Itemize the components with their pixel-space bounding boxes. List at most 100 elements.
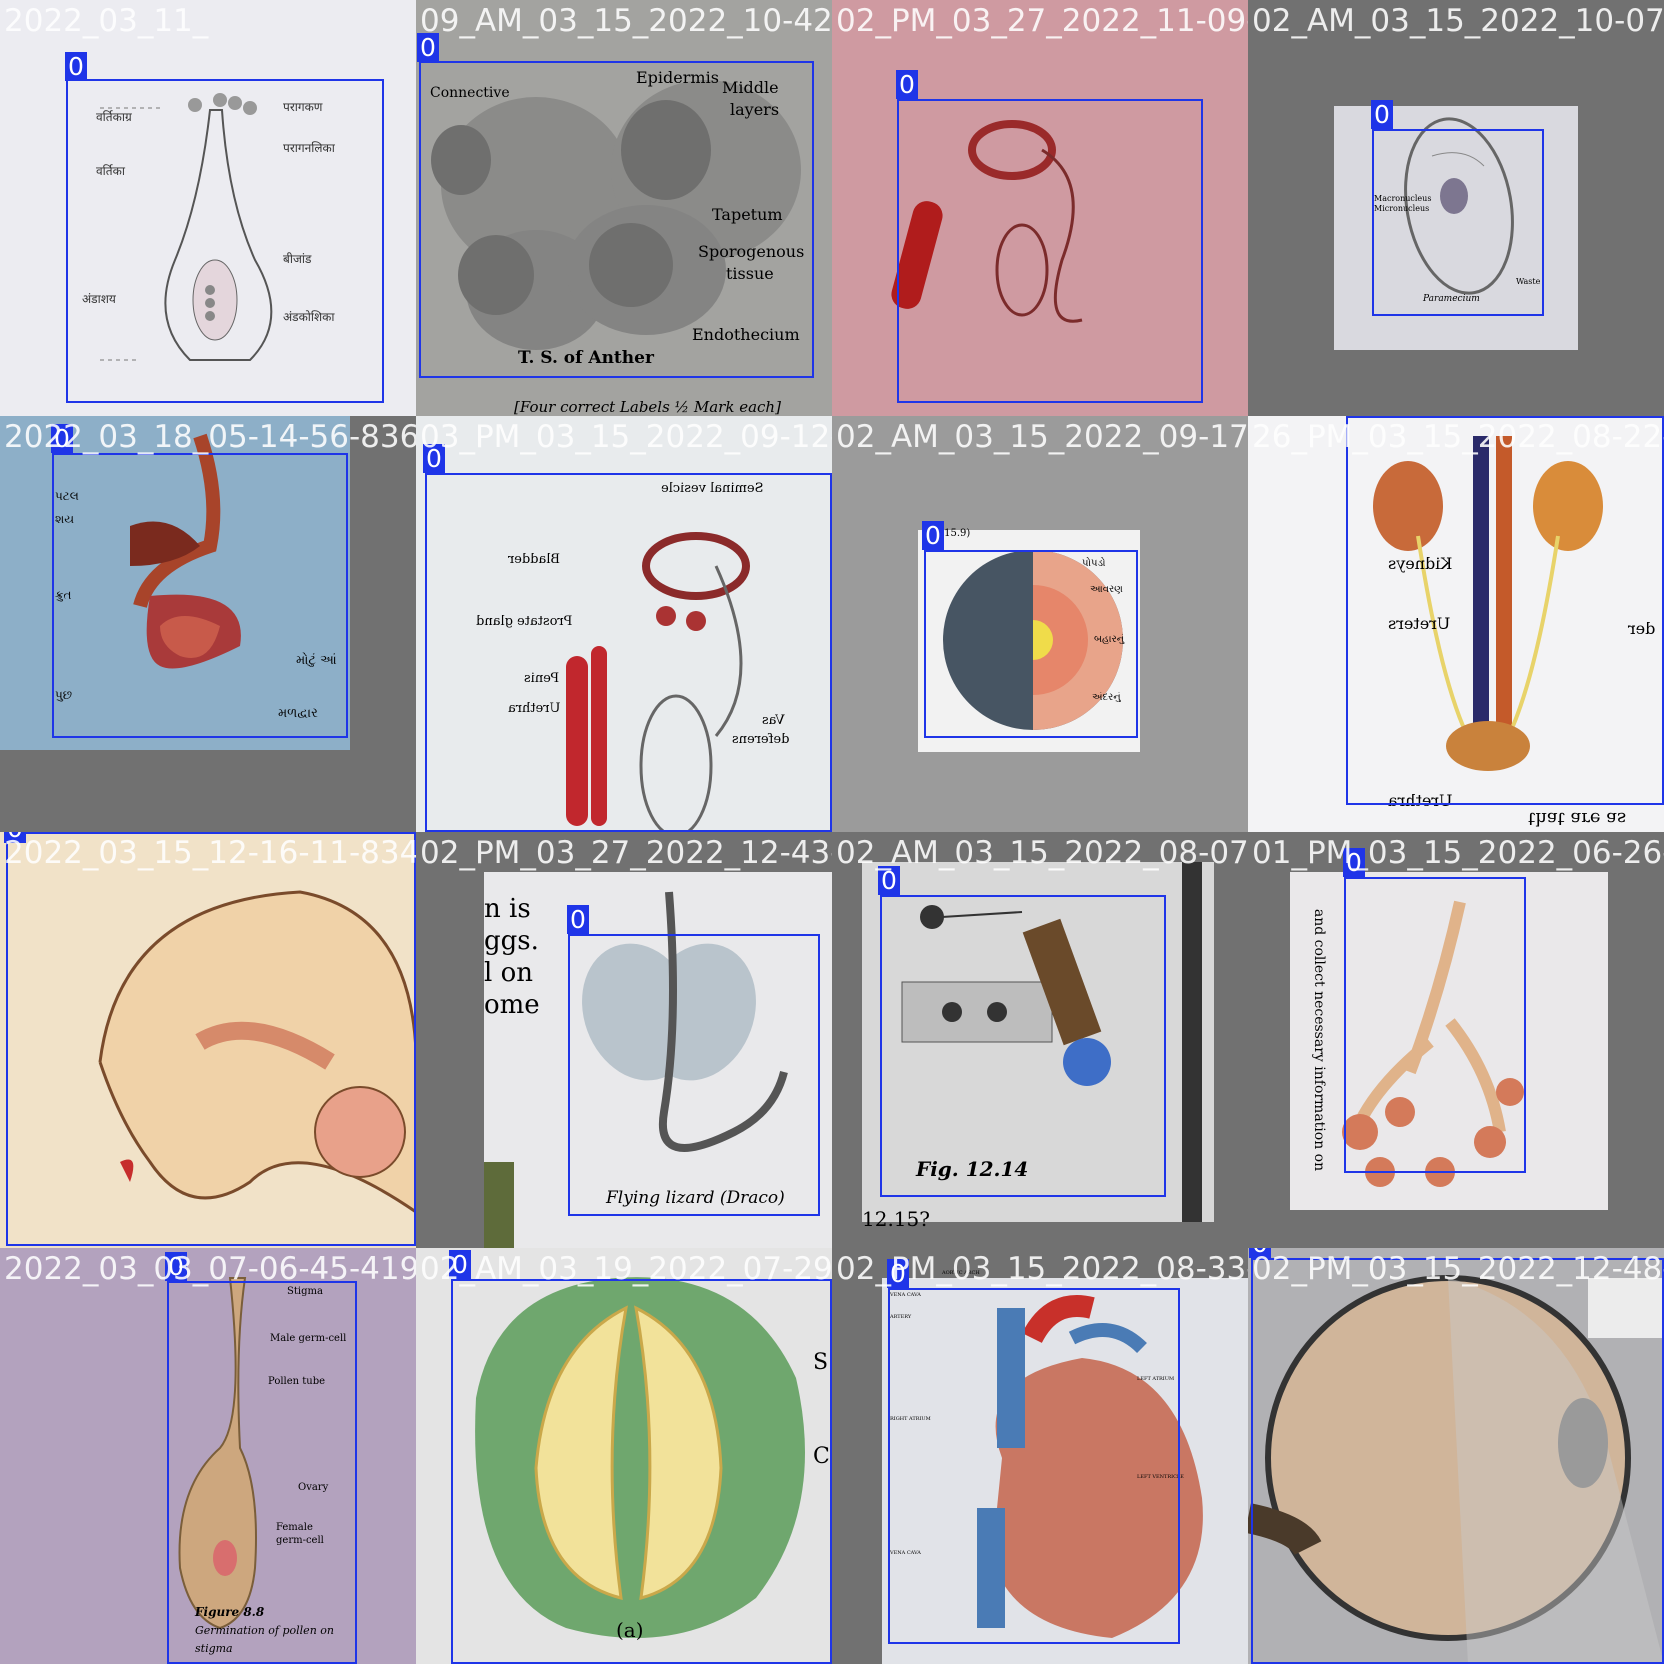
label-ovary: अंडाशय [82,292,116,306]
detection-box [419,61,814,378]
label-micronucleus: Micronucleus [1374,204,1430,213]
mosaic-tile: Connective Epidermis Middle layers Tapet… [416,0,832,416]
figure-caption: Fig. 12.14 [916,1157,1029,1181]
label-inner-core: અંદરનું [1092,692,1121,703]
tile-photo [862,862,1214,1222]
mosaic-tile: n is ggs. l on ome Flying lizard (Draco)… [416,832,832,1248]
label-sporogenous: Sporogenous [698,242,805,261]
label-4: મોટું આં [296,653,337,668]
detection-box [66,79,384,403]
tile-photo [0,832,416,1248]
class-label-badge: 0 [896,70,918,99]
detection-box [888,1288,1180,1644]
detection-box [167,1281,357,1664]
detection-box [451,1279,832,1664]
figure-number: Figure 8.8 [195,1605,265,1619]
tile-caption: 01_PM_03_15_2022_06-26-31-1152 [1252,835,1664,871]
label-3: ક્રુત [55,588,72,602]
class-label-badge: 0 [887,1259,909,1288]
page-text-3: l on [484,958,533,988]
page-text-2: ggs. [484,926,539,956]
label-1: પટલ [55,489,79,503]
detection-box [897,99,1203,403]
label-epidermis: Epidermis [636,68,719,87]
detection-box [52,453,348,738]
mosaic-tile: પટલ શય ક્રુત મોટું આં પુછ મળદ્વાર 0 2022… [0,416,416,832]
label-macronucleus: Macronucleus [1374,194,1432,203]
class-label-badge: 0 [51,424,73,453]
label-tapetum: Tapetum [712,205,783,224]
label-c: C [813,1444,830,1469]
tile-photo [882,1278,1248,1664]
mosaic-tile: and collect necessary information on 0 0… [1248,832,1664,1248]
label-pollen-tube: Pollen tube [268,1376,326,1387]
label-connective: Connective [430,85,510,101]
label-vena-cava: VENA CAVA [890,1292,921,1298]
label-vena-cava-inferior: VENA CAVA [890,1550,921,1556]
tile-photo [416,0,832,416]
label-middle: Middle [722,78,779,97]
label-crust: પોપડો [1082,558,1106,569]
mosaic-tile: 0 02_PM_03_15_2022_12-48-30-053 [1248,1248,1664,1664]
class-label-badge: 0 [4,832,26,843]
class-label-badge: 0 [65,52,87,81]
label-aortic-arch: AORTIC ARCH [942,1270,980,1276]
tile-photo [0,1248,416,1664]
label-layers: layers [730,100,780,119]
label-waste: Waste [1516,277,1541,286]
label-ovary: Ovary [298,1482,329,1493]
tile-caption: 02_AM_03_15_2022_09-17-22-3198 [836,419,1248,455]
class-label-badge: 0 [449,1250,471,1279]
mosaic-tile: (fig 15.9) પોપડો આવરણ બહારનું અંદરનું 0 … [832,416,1248,832]
detection-box [6,832,416,1246]
tile-photo [416,416,832,832]
mosaic-tile: 0 02_PM_03_27_2022_11-09-144 [832,0,1248,416]
label-6: મળદ્વાર [278,706,318,721]
page-text-4: ome [484,990,540,1020]
figure-caption-2: stigma [195,1642,233,1655]
mosaic-tile: Stigma Male germ-cell Pollen tube Ovary … [0,1248,416,1664]
detection-box [425,473,832,832]
tile-photo [0,416,350,750]
label-endothecium: Endothecium [692,325,800,344]
label-pollen-grain: परागकण [283,100,323,114]
label-germ-cell: germ-cell [276,1535,324,1546]
detection-box [568,934,820,1216]
mosaic-tile: 0 2022_03_15_12-16-11-834 [0,832,416,1248]
figure-caption: Flying lizard (Draco) [606,1188,785,1208]
label-2: શય [55,512,75,526]
class-label-badge: 0 [1343,848,1365,877]
detection-box [880,895,1166,1197]
mosaic-tile: S C (a) 0 02_AM_03_19_2022_07-29-17-8929 [416,1248,832,1664]
label-egg-cell: अंडकोशिका [283,310,335,324]
label-stigma: Stigma [287,1286,323,1297]
mosaic-tile: Seminal vesicle Bladder Prostate gland P… [416,416,832,832]
class-label-badge: 0 [1249,1248,1271,1258]
label-male-germ-cell: Male germ-cell [270,1333,347,1344]
tile-photo [1248,416,1664,832]
page-text: 12.15? [862,1207,930,1231]
class-label-badge: 0 [417,33,439,62]
page-text-1: n is [484,894,531,924]
tile-caption: 02_PM_03_27_2022_12-43-33-0613 [420,835,832,871]
class-label-badge: 0 [165,1252,187,1281]
tile-photo [1334,106,1578,350]
figure-title: T. S. of Anther [518,348,654,368]
tile-photo [1248,1248,1664,1664]
label-tissue: tissue [726,264,774,283]
tile-caption: 02_AM_03_15_2022_10-07-32-3900 [1252,3,1664,39]
label-s: S [813,1350,829,1375]
class-label-badge: 0 [567,905,589,934]
detection-box [1372,129,1544,316]
label-pollen-tube: परागनलिका [283,141,335,155]
tile-photo [416,1248,832,1664]
detection-box [924,550,1138,738]
label-fig-ref: (fig 15.9) [924,528,971,539]
label-stigma: वर्तिकाग्र [96,110,132,124]
label-right-atrium: RIGHT ATRIUM [890,1416,931,1422]
label-5: પુછ [55,688,73,702]
mosaic-tile: परागकण परागनलिका वर्तिकाग्र वर्तिका बीजा… [0,0,416,416]
label-mantle: આવરણ [1090,584,1123,595]
tile-photo [918,530,1140,752]
